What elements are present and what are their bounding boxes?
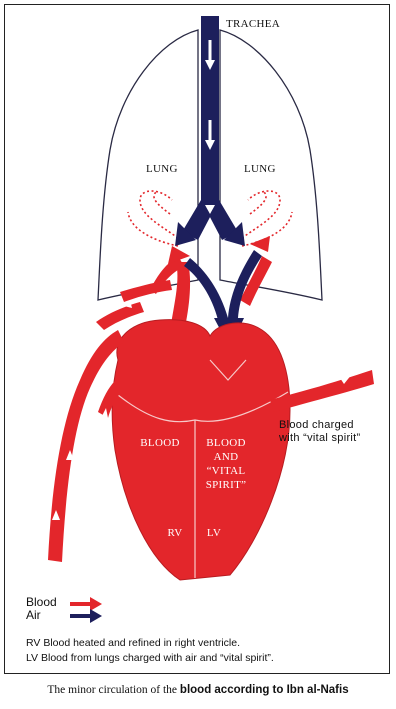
lv-chamber-label: BLOOD AND “VITAL SPIRIT” <box>200 436 252 492</box>
trachea-label: TRACHEA <box>226 18 280 30</box>
note-rv: RV Blood heated and refined in right ven… <box>26 637 240 649</box>
left-lung-label: LUNG <box>146 163 178 175</box>
blood-charged-label: Blood charged with “vital spirit” <box>279 419 361 445</box>
legend-blood-arrow <box>70 597 102 611</box>
legend-blood-label: Blood <box>26 595 57 609</box>
figure-caption: The minor circulation of the blood accor… <box>0 684 396 696</box>
right-lung-label: LUNG <box>244 163 276 175</box>
legend-air-arrow <box>70 609 102 623</box>
note-lv: LV Blood from lungs charged with air and… <box>26 652 274 664</box>
lv-label: LV <box>199 526 229 540</box>
legend-air-label: Air <box>26 608 41 622</box>
rv-chamber-label: BLOOD <box>130 436 190 450</box>
rv-label: RV <box>160 526 190 540</box>
